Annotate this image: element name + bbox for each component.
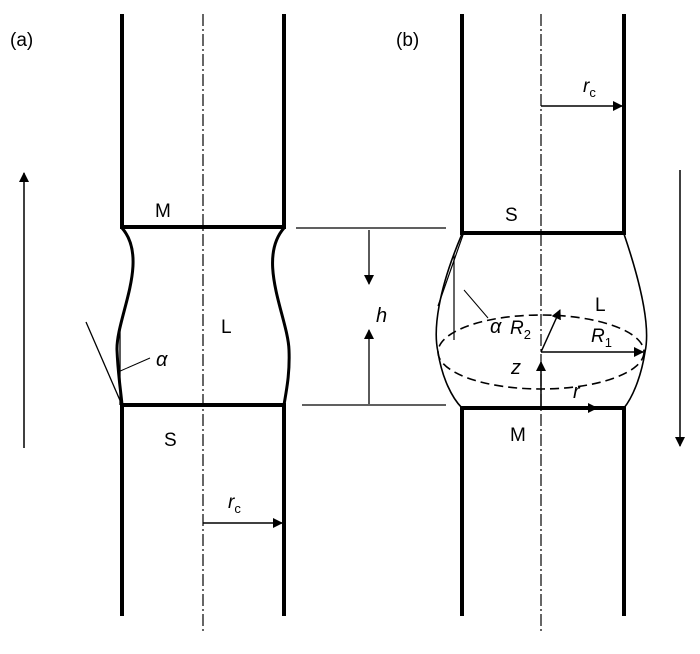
panel-a-tag: (a): [10, 30, 33, 51]
panel-a-radius-label: rc: [228, 492, 241, 516]
panel-b-r1-label: R1: [591, 326, 612, 350]
panel-a: (a) α M L S rc: [10, 14, 291, 634]
panel-b-r2-label: R2: [510, 318, 531, 342]
panel-a-angle-leader: [117, 357, 151, 373]
panel-b-label-l: L: [595, 295, 606, 316]
panel-a-tangent-line: [85, 321, 123, 406]
panel-b-r2-arrow: [540, 309, 561, 353]
panel-a-label-s: S: [164, 430, 177, 451]
panel-b-angle-label: α: [490, 316, 502, 338]
panel-b-label-s: S: [505, 205, 518, 226]
panel-b-radius-label: rc: [583, 76, 596, 100]
panel-b-label-m: M: [510, 425, 526, 446]
panel-a-label-m: M: [155, 201, 171, 222]
panel-b-r-label: r: [573, 381, 581, 403]
height-label: h: [376, 305, 387, 327]
panel-b-angle-leader: [463, 289, 489, 319]
panel-b-tangent-line: [437, 231, 465, 307]
panel-b-melt-left-profile: [435, 233, 463, 409]
panel-b-z-label: z: [510, 357, 521, 379]
height-dimension: h: [296, 227, 446, 406]
panel-b-melt-right-profile: [623, 233, 648, 409]
panel-a-angle-label: α: [156, 349, 168, 371]
panel-a-label-l: L: [221, 317, 232, 338]
panel-a-melt-right-profile: [271, 227, 291, 406]
panel-b: (b) α R2 R1 z: [396, 14, 685, 634]
panel-b-tag: (b): [396, 30, 419, 51]
